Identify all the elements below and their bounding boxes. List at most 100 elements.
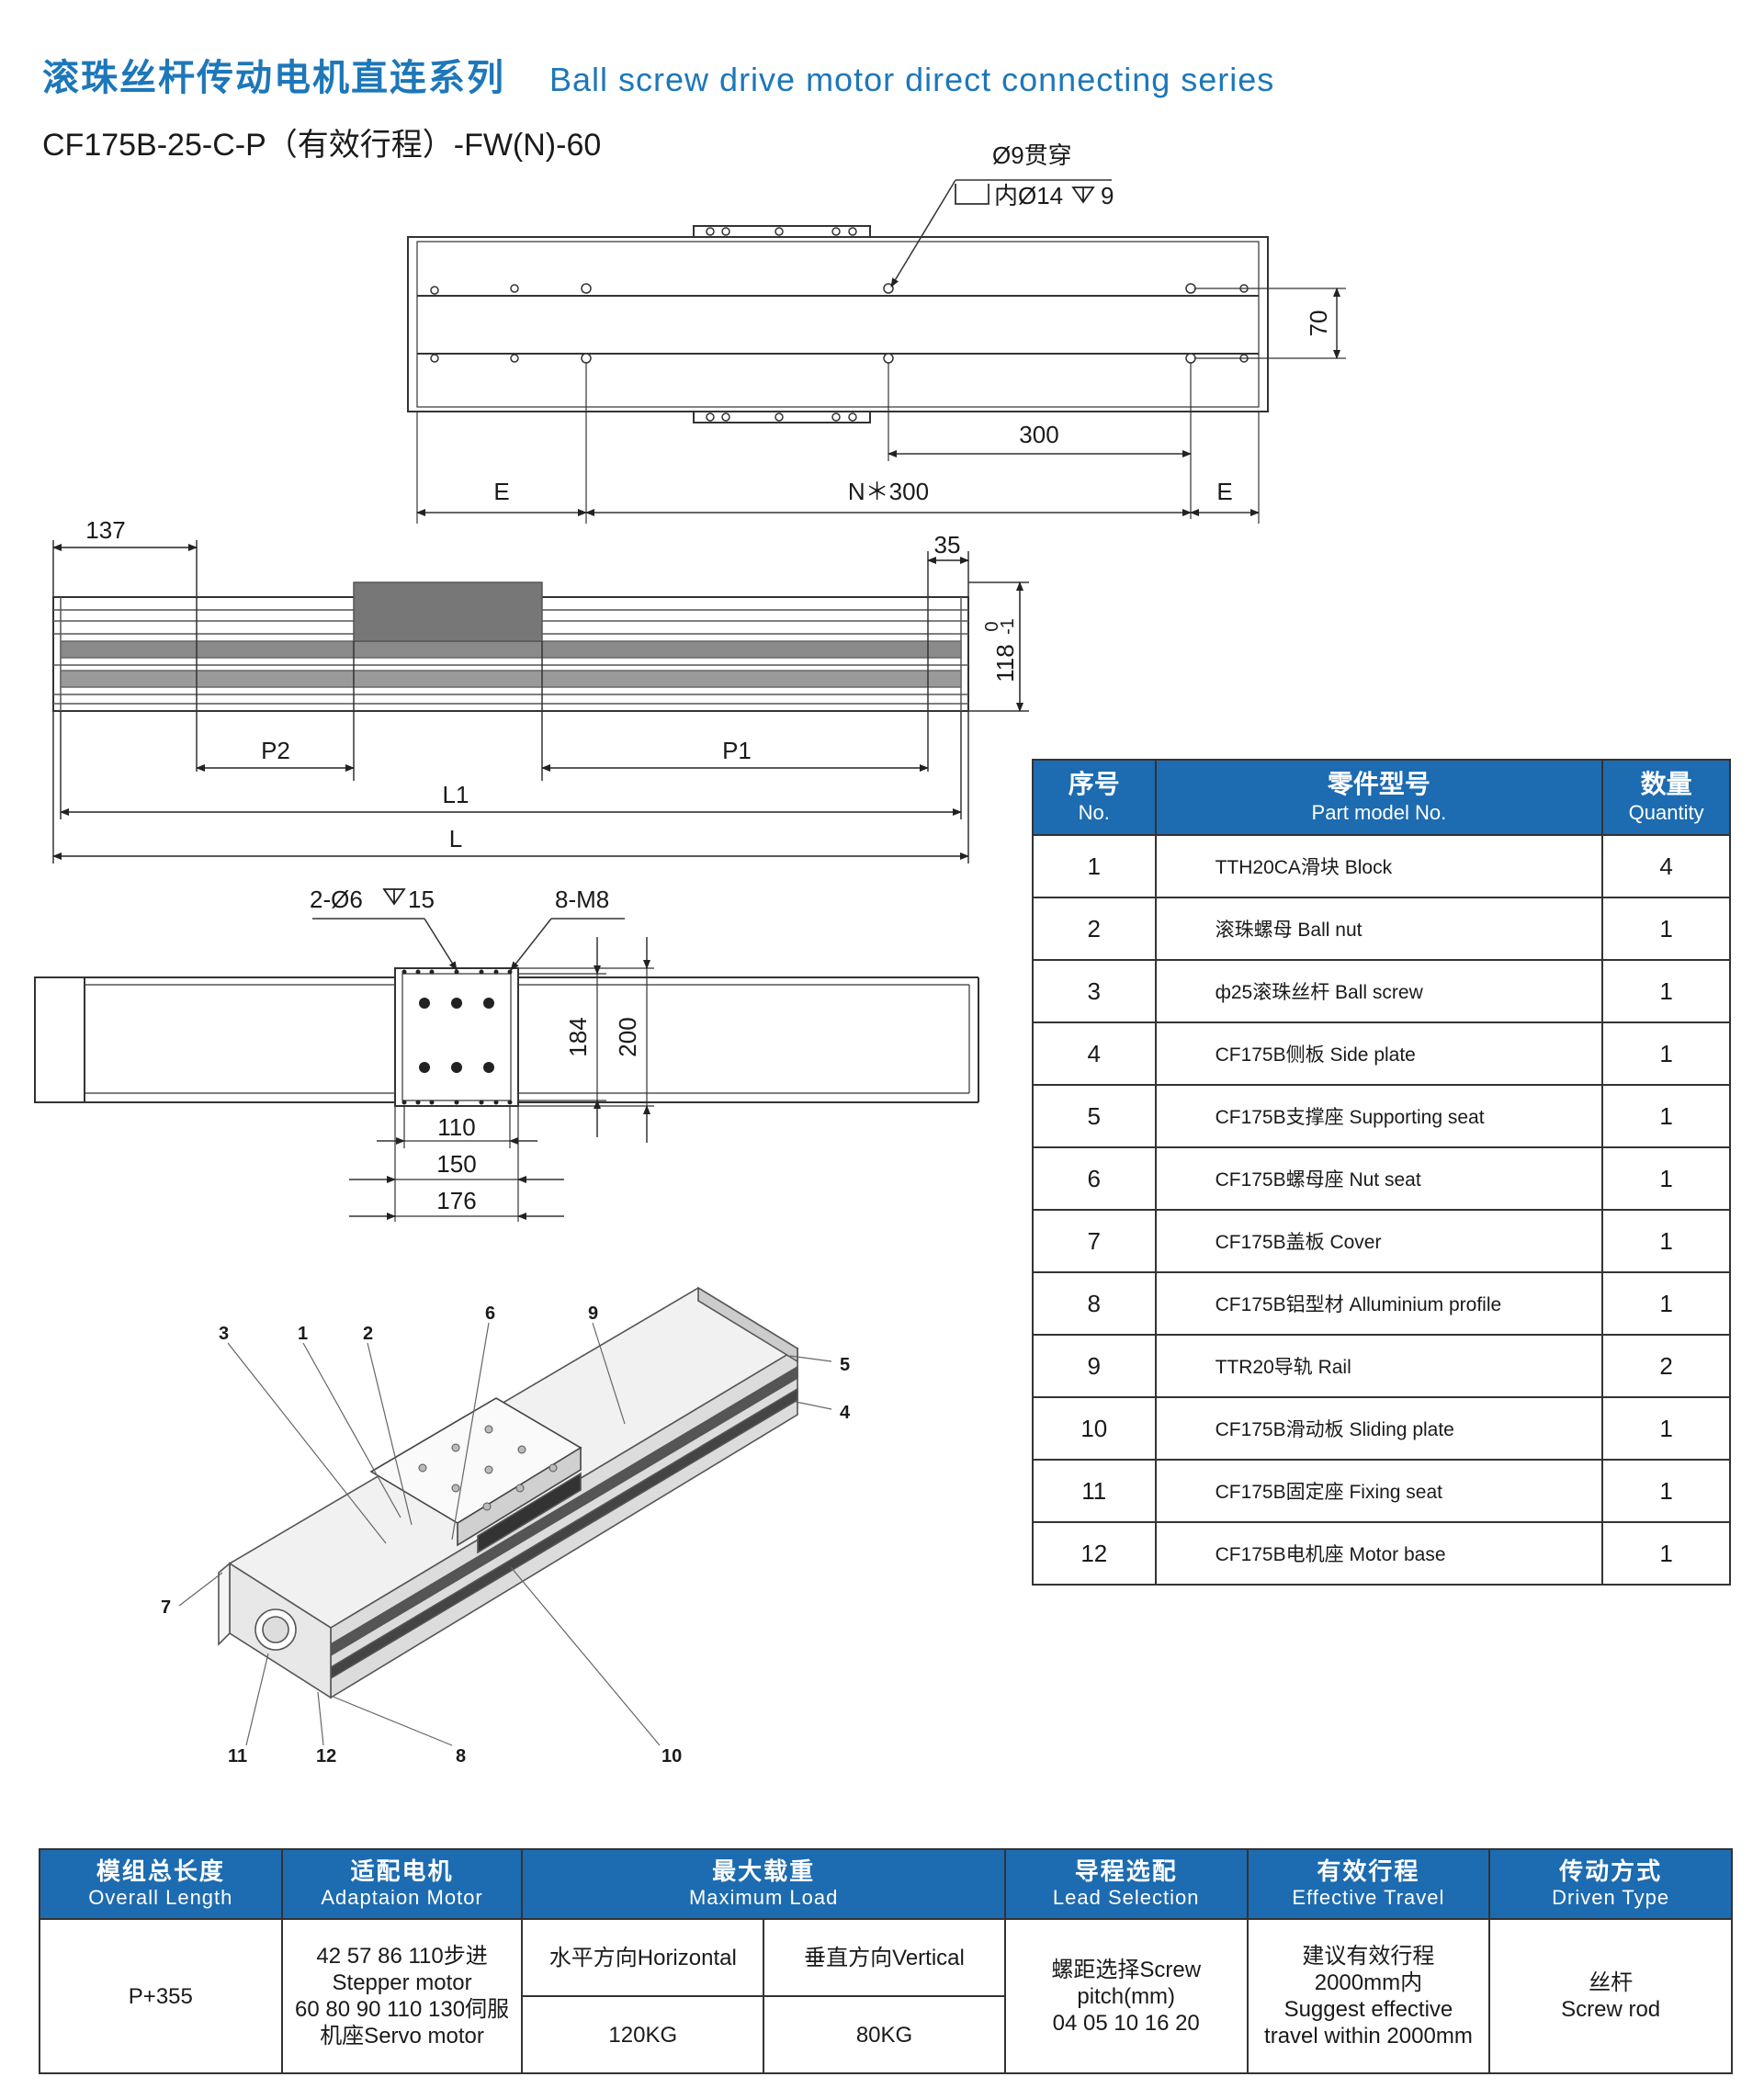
row-part-name: CF175B固定座 Fixing seat [1154, 1459, 1604, 1523]
row-no: 3 [1032, 959, 1157, 1023]
row-qty: 1 [1601, 1146, 1731, 1211]
hole-note-depth: 9 [1101, 182, 1114, 209]
dim-137: 137 [85, 516, 125, 544]
motor-line-4: 机座Servo motor [320, 2024, 484, 2048]
dim-300: 300 [1019, 421, 1058, 448]
top-view-drawing [407, 179, 1346, 524]
hole-note-2-d6-depth: 15 [408, 886, 435, 913]
motor-line-2: Stepper motor [332, 1970, 472, 1995]
row-no: 7 [1032, 1209, 1157, 1273]
row-qty: 1 [1601, 1459, 1731, 1523]
row-qty: 1 [1601, 1521, 1731, 1586]
callout-1: 1 [298, 1324, 308, 1344]
row-part-name: CF175B支撑座 Supporting seat [1154, 1084, 1604, 1148]
side-view-drawing [52, 540, 1029, 863]
row-part-name: CF175B盖板 Cover [1154, 1209, 1604, 1273]
callout-4: 4 [840, 1403, 851, 1423]
row-qty: 1 [1601, 1209, 1731, 1273]
row-no: 11 [1032, 1459, 1157, 1523]
plan-view-drawing [34, 918, 979, 1222]
dim-l1: L1 [443, 781, 469, 808]
dim-118-tol-lower: -1 [998, 618, 1018, 635]
callout-6: 6 [485, 1304, 495, 1324]
row-no: 6 [1032, 1146, 1157, 1211]
callout-10: 10 [662, 1746, 682, 1766]
callout-3: 3 [219, 1324, 229, 1344]
callout-7: 7 [161, 1597, 171, 1618]
row-part-name: 滚珠螺母 Ball nut [1154, 897, 1604, 961]
travel-value: 建议有效行程 2000mm内 Suggest effective travel … [1246, 1918, 1491, 2074]
drive-type-cn: 丝杆 [1589, 1970, 1634, 1995]
hole-note-through: Ø9贯穿 [992, 141, 1072, 169]
dim-110: 110 [437, 1113, 475, 1141]
motor-value: 42 57 86 110步进 Stepper motor 60 80 90 11… [280, 1918, 524, 2074]
row-qty: 1 [1601, 1084, 1731, 1148]
row-qty: 1 [1601, 1396, 1731, 1461]
drive-type-value: 丝杆 Screw rod [1488, 1918, 1733, 2074]
callout-8: 8 [456, 1746, 466, 1766]
hole-note-counterbore: 内Ø14 [994, 182, 1063, 209]
row-qty: 1 [1601, 959, 1731, 1023]
row-no: 10 [1032, 1396, 1157, 1461]
dim-p2: P2 [261, 737, 290, 764]
row-qty: 1 [1601, 897, 1731, 961]
row-part-name: CF175B螺母座 Nut seat [1154, 1146, 1604, 1211]
travel-line-4: travel within 2000mm [1264, 2024, 1473, 2048]
table-row: 120KG 80KG [40, 1995, 1732, 2074]
lead-value: 螺距选择Screw pitch(mm) 04 05 10 16 20 [1003, 1918, 1249, 2074]
load-vertical-value: 80KG [763, 1995, 1006, 2074]
dim-200: 200 [614, 1017, 641, 1056]
row-qty: 2 [1601, 1334, 1731, 1398]
dim-35: 35 [934, 531, 961, 559]
isometric-assembly-drawing [178, 1286, 832, 1746]
row-qty: 1 [1601, 1271, 1731, 1336]
overall-length-value: P+355 [39, 1918, 283, 2074]
row-no: 12 [1032, 1521, 1157, 1586]
model-code: CF175B-25-C-P（有效行程）-FW(N)-60 [42, 128, 602, 163]
row-part-name: CF175B铝型材 Alluminium profile [1154, 1271, 1604, 1336]
travel-line-2: 2000mm内 [1314, 1970, 1423, 1995]
depth-symbol-icon [382, 888, 406, 906]
travel-line-3: Suggest effective [1283, 1997, 1453, 2022]
page-title-cn: 滚珠丝杆传动电机直连系列 [42, 58, 505, 98]
row-qty: 4 [1601, 834, 1731, 898]
row-no: 2 [1032, 897, 1157, 961]
hole-note-8-m8: 8-M8 [555, 886, 609, 913]
callout-2: 2 [363, 1324, 373, 1344]
motor-line-1: 42 57 86 110步进 [316, 1944, 488, 1969]
drive-type-en: Screw rod [1561, 1997, 1661, 2022]
row-part-name: CF175B电机座 Motor base [1154, 1521, 1604, 1586]
motor-line-3: 60 80 90 110 130伺服 [295, 1997, 510, 2022]
row-no: 4 [1032, 1021, 1157, 1086]
callout-9: 9 [588, 1304, 598, 1324]
technical-drawings: Ø9贯穿 内Ø14 9 70 300 E N＊300 E [34, 141, 1346, 1766]
row-qty: 1 [1601, 1021, 1731, 1086]
lead-line-3: 04 05 10 16 20 [1052, 2010, 1200, 2036]
travel-line-1: 建议有效行程 [1302, 1944, 1435, 1969]
row-no: 8 [1032, 1271, 1157, 1336]
row-part-name: TTR20导轨 Rail [1154, 1334, 1604, 1398]
callout-5: 5 [840, 1355, 850, 1375]
row-no: 5 [1032, 1084, 1157, 1148]
dim-118-tol-upper: 0 [982, 621, 1002, 631]
